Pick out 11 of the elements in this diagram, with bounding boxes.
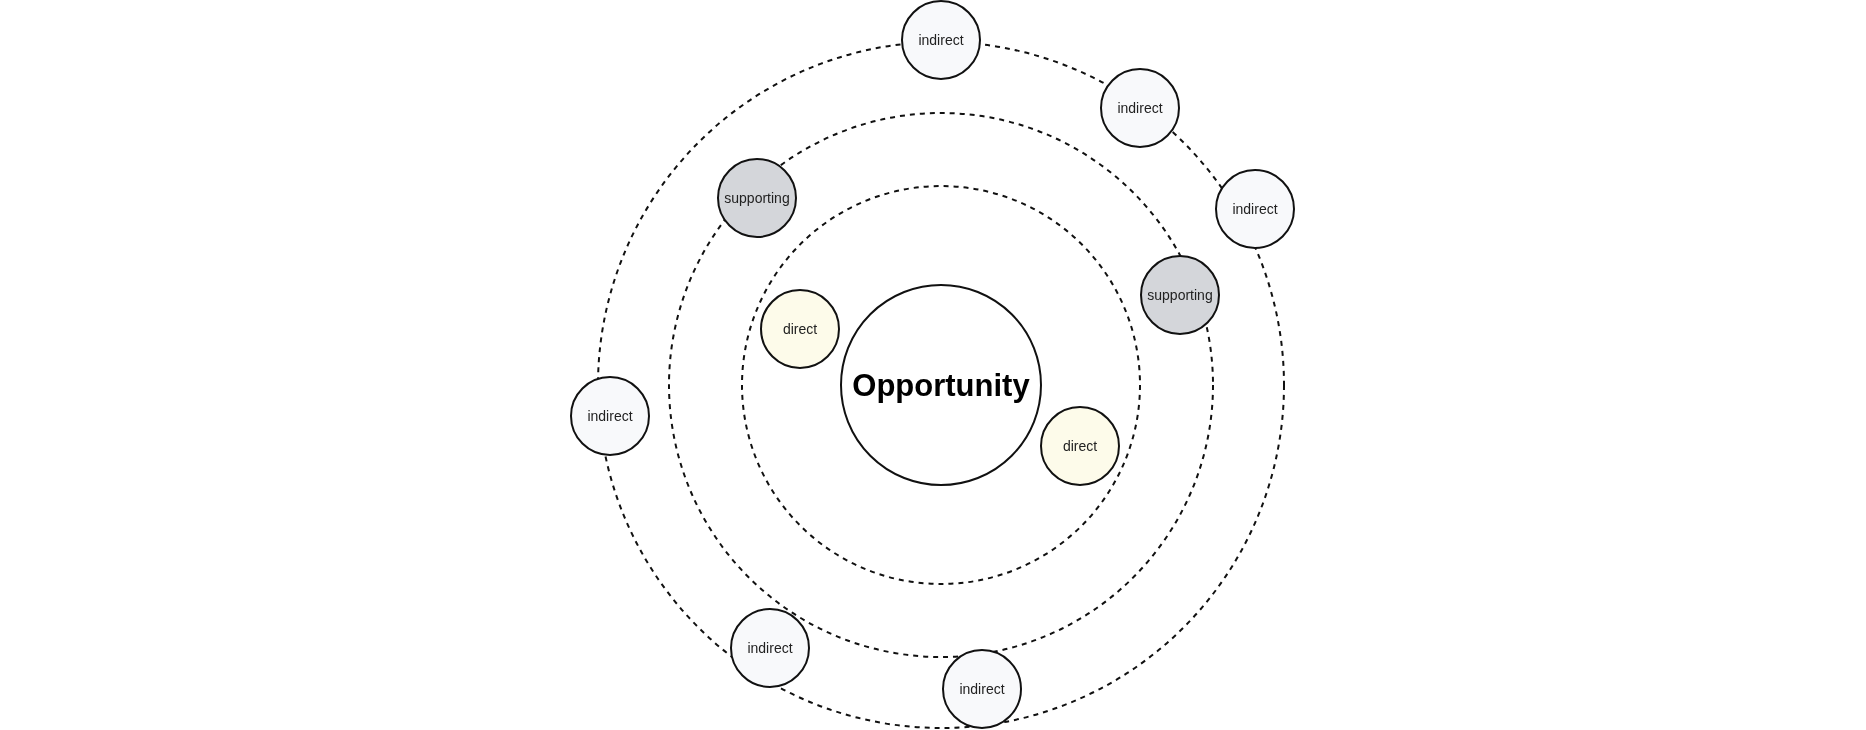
node-label: supporting (724, 191, 790, 205)
center-title: Opportunity (852, 369, 1030, 401)
node-label: indirect (587, 409, 633, 423)
node-label: direct (1062, 439, 1098, 453)
node-label: indirect (1117, 101, 1163, 115)
node-label: indirect (959, 682, 1005, 696)
node-label: indirect (747, 641, 793, 655)
node-label: indirect (1232, 202, 1278, 216)
node-label: indirect (918, 33, 964, 47)
node-label: direct (782, 322, 818, 336)
node-label: supporting (1147, 288, 1213, 302)
